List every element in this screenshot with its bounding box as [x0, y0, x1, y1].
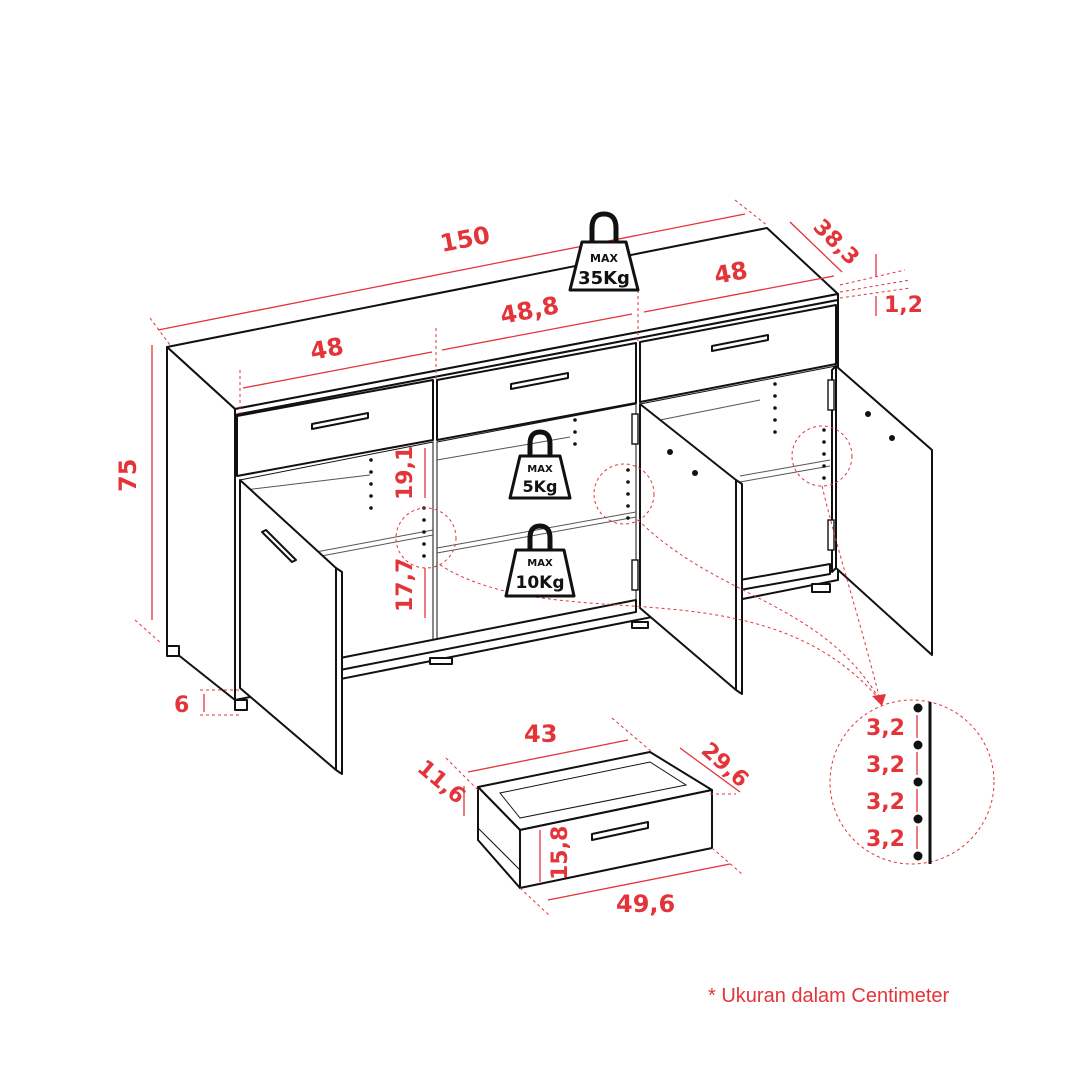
detached-drawer — [477, 751, 713, 889]
drawer-inner-width-label: 43 — [524, 720, 557, 748]
height-label: 75 — [114, 459, 142, 492]
drawer-handle — [311, 412, 369, 430]
drawer-row — [236, 304, 837, 477]
legs — [166, 583, 831, 711]
sideboard-body — [166, 227, 839, 701]
pin-spacing-label: 3,2 — [866, 716, 905, 741]
right-drawer-width-label: 48 — [712, 256, 750, 290]
pin-spacing-label: 3,2 — [866, 753, 905, 778]
right-door — [827, 365, 933, 656]
doors — [239, 365, 933, 775]
weight-max-label: MAX — [527, 464, 553, 475]
weight-value-label: 10Kg — [516, 573, 565, 593]
weight-icon: MAX 10Kg — [504, 523, 576, 598]
upper-shelf-gap-label: 19,1 — [393, 446, 418, 500]
compartments — [238, 365, 837, 671]
weight-value-label: 5Kg — [523, 477, 558, 496]
drawer-side-height-label: 11,6 — [412, 755, 470, 809]
weight-value-label: 35Kg — [578, 268, 630, 289]
drawer-handle — [510, 372, 569, 390]
pin-spacing-label: 3,2 — [866, 827, 905, 852]
weight-icon: MAX 35Kg — [568, 211, 640, 292]
pin-spacing-label: 3,2 — [866, 790, 905, 815]
middle-right-door — [631, 403, 743, 695]
unit-footnote: * Ukuran dalam Centimeter — [708, 985, 950, 1007]
total-width-label: 150 — [438, 221, 493, 258]
left-drawer-width-label: 48 — [308, 332, 346, 366]
weight-max-label: MAX — [590, 252, 618, 265]
drawer-handle — [591, 821, 649, 841]
leg-height-label: 6 — [174, 693, 189, 718]
pin-hole-dots — [913, 703, 923, 861]
top-thickness-label: 1,2 — [884, 293, 923, 318]
shelf-pin-holes — [369, 382, 826, 558]
left-door — [239, 479, 343, 775]
detail-callouts — [395, 425, 995, 865]
depth-label: 38,3 — [808, 215, 864, 271]
dimension-lines — [134, 199, 911, 917]
drawer-front-width-label: 49,6 — [616, 890, 675, 918]
shelf-pin-detail-circle — [829, 699, 995, 865]
drawer-front-height-label: 15,8 — [548, 826, 573, 880]
weight-max-label: MAX — [527, 558, 553, 569]
drawer-handle — [711, 334, 769, 352]
lower-shelf-gap-label: 17,7 — [393, 558, 418, 612]
weight-icon: MAX 5Kg — [508, 429, 572, 500]
